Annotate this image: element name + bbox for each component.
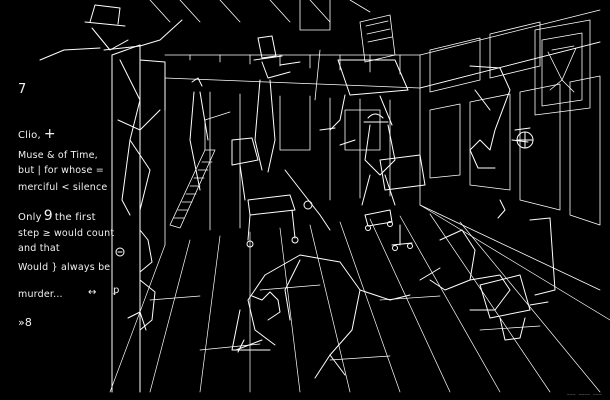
verse-line-1: Clio, + [18,126,56,142]
verse-line-8: Would } always be [18,262,111,273]
nine-glyph[interactable]: 9 [43,208,53,224]
key-icon[interactable]: ꝑ [113,285,120,296]
next-page-link[interactable]: »8 [18,316,33,329]
figure-hanging-right [469,65,534,219]
verse-line-2: Muse & of Time, [18,150,98,161]
cart [231,137,331,231]
verse-line-7: and that [18,243,60,254]
left-right-arrow-icon[interactable]: ↔ [88,287,97,298]
figure-hanging-center [319,59,409,131]
ceiling [149,0,601,101]
plus-glyph[interactable]: + [43,126,56,142]
back-wall [164,77,421,246]
verse-line-3: but | for whose = [18,165,104,176]
figure-helmet [339,113,426,251]
verse-line-5: Only 9 the first [18,208,96,224]
verse-line-5-post: the first [54,212,96,223]
verse-line-9: murder... [18,289,63,300]
figure-top-hat-center [246,35,301,248]
verse-line-1-text: Clio, [18,130,41,141]
verse-line-4: merciful < silence [18,182,108,193]
artist-credit: ——— ———— ——— [567,392,602,397]
right-wall [419,19,601,291]
figure-peeking-left [127,229,156,331]
figure-chair-right [419,217,556,341]
figure-crawling [231,254,411,379]
figure-top-hat-left [39,4,183,216]
verse-line-6: step ≥ would count [18,228,115,239]
page-number: 7 [18,82,27,97]
figure-climbing [189,77,209,191]
text-doodle-dial [115,247,125,257]
staircase [169,111,231,229]
verse-line-5-pre: Only [18,212,42,223]
floor [109,204,610,393]
